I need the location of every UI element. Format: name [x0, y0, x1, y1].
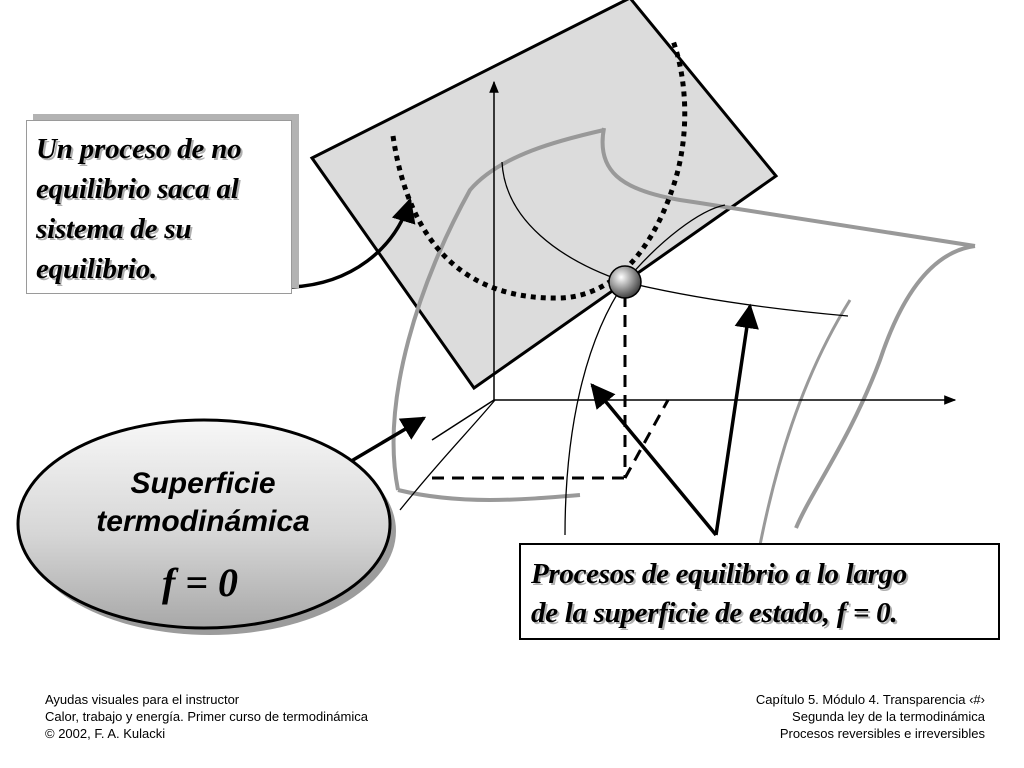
surface-label: Superficie termodinámica — [20, 465, 386, 541]
callout-line: equilibrio saca al — [36, 173, 239, 205]
footer-line: © 2002, F. A. Kulacki — [45, 726, 166, 741]
surface-back-edge — [391, 128, 605, 491]
surface-label-line2: termodinámica — [96, 505, 310, 538]
surface-equation: f = 0 — [161, 560, 239, 605]
footer-line: Procesos reversibles e irreversibles — [779, 726, 985, 741]
surface-right-edge — [794, 244, 976, 529]
footer-left: Ayudas visuales para el instructor Calor… — [45, 691, 368, 742]
callout-line: equilibrio. — [36, 253, 158, 285]
surface-curve-mid — [624, 204, 726, 283]
surface-curve-lower — [399, 399, 496, 511]
footer-line: Calor, trabajo y energía. Primer curso d… — [45, 709, 368, 724]
z-axis — [431, 399, 495, 441]
callout-arrow-top — [291, 197, 416, 289]
state-plane — [309, 0, 779, 391]
non-equilibrium-path — [390, 37, 688, 301]
callout-line: Un proceso de no — [36, 133, 242, 165]
callout-line: Procesos de equilibrio a lo largo — [531, 558, 907, 590]
footer-line: Capítulo 5. Módulo 4. Transparencia ‹#› — [755, 692, 985, 707]
footer-right: Capítulo 5. Módulo 4. Transparencia ‹#› … — [756, 691, 985, 742]
surface-curve-upper — [501, 161, 626, 283]
surface-curve-right — [624, 281, 849, 317]
surface-label-ellipse — [16, 418, 392, 630]
surface-curve-down — [564, 281, 626, 536]
state-point — [608, 265, 642, 299]
footer-line: Ayudas visuales para el instructor — [45, 692, 240, 707]
surface-front-right — [758, 299, 852, 546]
surface-label-line1: Superficie — [130, 467, 276, 500]
projection-diagonal — [623, 399, 670, 479]
non-equilibrium-callout: Un proceso de no equilibrio saca al sist… — [26, 120, 292, 294]
surface-bottom-edge — [397, 488, 581, 502]
surface-top-edge — [600, 127, 976, 248]
equilibrium-callout: Procesos de equilibrio a lo largo de la … — [519, 543, 1000, 640]
footer-line: Segunda ley de la termodinámica — [792, 709, 985, 724]
equilibrium-arrow-right — [714, 303, 759, 536]
callout-line: de la superficie de estado, f = 0. — [531, 597, 898, 629]
equilibrium-arrow-left — [590, 383, 718, 537]
callout-line: sistema de su — [36, 213, 192, 245]
